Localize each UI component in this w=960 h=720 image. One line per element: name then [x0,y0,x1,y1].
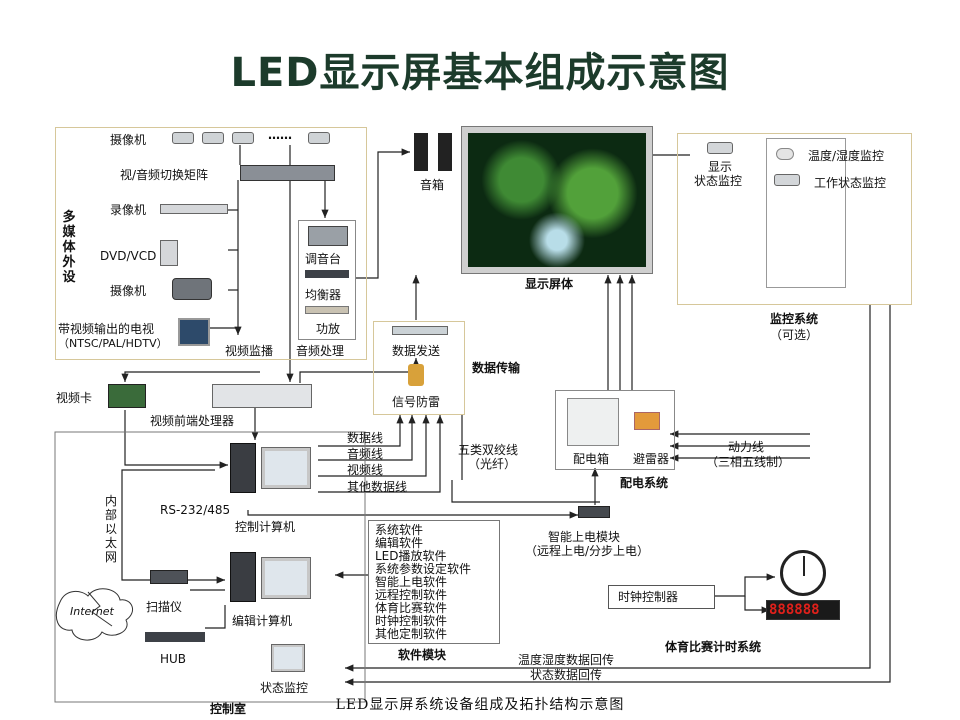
vcr-icon [160,204,228,214]
display-status-label-2: 状态监控 [694,174,742,188]
hub-icon [145,632,205,642]
return-line-label: 温度湿度数据回传 [518,653,614,667]
control-pc-monitor-icon [262,448,310,488]
vcr-label: 录像机 [110,203,146,217]
speaker-label: 音箱 [420,178,444,192]
distribution-box-icon [567,398,619,446]
software-item: 其他定制软件 [375,628,493,641]
equalizer-icon [305,270,349,278]
internet-label: Internet [70,605,114,619]
speaker-icon [414,133,428,171]
camcorder-icon [172,278,212,300]
control-pc-label: 控制计算机 [235,520,295,534]
amplifier-label: 功放 [316,322,340,336]
diagram-caption: LED显示屏系统设备组成及拓扑结构示意图 [0,694,960,714]
scanner-label: 扫描仪 [146,600,182,614]
data-transfer-label: 数据传输 [472,361,520,375]
video-front-label: 视频前端处理器 [150,414,234,428]
mixer-label: 调音台 [305,252,341,266]
sensor-icon [776,148,794,160]
twisted-pair-label: 五类双绞线 [458,443,518,457]
camera-icon [172,132,194,144]
camera-top-label: 摄像机 [110,133,146,147]
equalizer-label: 均衡器 [305,288,341,302]
video-monitor-label: 视频监播 [225,344,273,358]
status-monitor-label: 状态监控 [260,681,308,695]
control-pc-tower-icon [230,443,256,493]
smart-power-note: （远程上电/分步上电） [525,544,649,558]
audio-processing-label: 音频处理 [296,344,344,358]
link-label: 音频线 [347,447,383,461]
software-module-label: 软件模块 [398,648,446,662]
matrix-switcher-icon [240,165,335,181]
led-display-screen [462,127,652,273]
mixer-icon [308,226,348,246]
matrix-label: 视/音频切换矩阵 [120,168,208,182]
data-send-icon [392,326,448,335]
rs232-label: RS-232/485 [160,503,230,517]
camera-icon [232,132,254,144]
camcorder-label: 摄像机 [110,284,146,298]
hub-label: HUB [160,652,186,666]
speaker-icon [438,133,452,171]
tv-label: 带视频输出的电视 [58,322,154,336]
video-card-icon [108,384,146,408]
digit-display-text: 888888 [769,603,820,617]
power-line-note: （三相五线制） [706,455,790,469]
dvd-icon [160,240,178,266]
fiber-label: （光纤） [468,457,516,471]
distribution-box-label: 配电箱 [573,452,609,466]
temp-humidity-label: 温度/湿度监控 [808,149,884,163]
ethernet-label: 内部以太网 [104,494,118,564]
monitor-system-label: 监控系统 [770,312,818,326]
return-line-label: 状态数据回传 [530,668,602,682]
camera-icon [202,132,224,144]
clock-hand-icon [803,556,805,576]
signal-arrester-icon [408,364,424,386]
tv-icon [178,318,210,346]
edit-pc-tower-icon [230,552,256,602]
ellipsis: …… [268,128,292,142]
link-label: 视频线 [347,463,383,477]
status-camera-icon [707,142,733,154]
power-system-label: 配电系统 [620,476,668,490]
scanner-icon [150,570,188,584]
link-label: 其他数据线 [347,480,407,494]
link-label: 数据线 [347,431,383,445]
arrester-icon [634,412,660,430]
dvd-label: DVD/VCD [100,249,156,263]
signal-lightning-label: 信号防雷 [392,395,440,409]
status-camera-icon [774,174,800,186]
status-monitor-icon [272,645,304,671]
data-send-label: 数据发送 [392,344,440,358]
smart-power-icon [578,506,610,518]
monitor-optional-label: （可选） [770,328,818,342]
camera-icon [308,132,330,144]
work-status-label: 工作状态监控 [814,176,886,190]
display-label: 显示屏体 [525,277,573,291]
video-front-icon [212,384,312,408]
power-line-label: 动力线 [728,440,764,454]
amplifier-icon [305,306,349,314]
tv-formats-label: （NTSC/PAL/HDTV） [58,337,168,351]
arrester-label: 避雷器 [633,452,669,466]
video-card-label: 视频卡 [56,391,92,405]
sports-timer-label: 体育比赛计时系统 [665,640,761,654]
clock-controller-label: 时钟控制器 [618,590,678,604]
edit-pc-label: 编辑计算机 [232,614,292,628]
smart-power-label: 智能上电模块 [548,530,620,544]
edit-pc-monitor-icon [262,558,310,598]
display-status-label-1: 显示 [708,160,732,174]
multimedia-label: 多媒体外设 [62,210,76,285]
